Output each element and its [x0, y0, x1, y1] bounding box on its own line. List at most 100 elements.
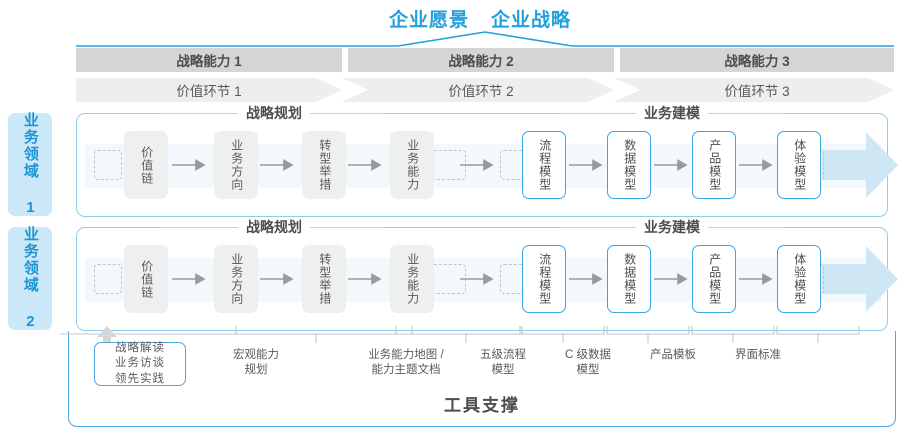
section-rule-left-1 — [160, 113, 238, 114]
section-rule-left-3 — [160, 227, 238, 228]
tool-label-product-template: 产品模板 — [623, 348, 723, 363]
flow-arrow-row-2 — [822, 246, 898, 312]
stage-box-value-chain-2[interactable]: 价值链 — [124, 245, 168, 313]
stage-label: 业务能力 — [405, 253, 420, 305]
tool-label-ui-standard: 界面标准 — [708, 348, 808, 363]
stage-box-process-model-1[interactable]: 流程模型 — [522, 131, 566, 199]
stage-label: 价值链 — [139, 145, 154, 185]
stage-box-value-chain-1[interactable]: 价值链 — [124, 131, 168, 199]
capability-label-2: 战略能力 2 — [448, 54, 514, 69]
stage-box-business-direction-1[interactable]: 业务方向 — [214, 131, 258, 199]
vision-connector-line — [76, 31, 894, 47]
flow-arrow-icon — [172, 273, 206, 285]
stage-box-data-model-1[interactable]: 数据模型 — [607, 131, 651, 199]
flow-arrow-icon — [569, 159, 603, 171]
stage-label: 体验模型 — [792, 139, 807, 191]
tool-label-line-1: 产品模板 — [650, 349, 696, 361]
tool-label-line-2: 能力主题文档 — [371, 364, 441, 377]
tool-label-line-1: 业务能力地图 / — [368, 349, 444, 361]
tool-label-line-1: 宏观能力 — [233, 349, 279, 361]
capability-label-3: 战略能力 3 — [724, 54, 790, 69]
capability-block-2: 战略能力 2 — [348, 48, 614, 72]
tool-label-capability-map: 业务能力地图 / 能力主题文档 — [346, 348, 466, 378]
section-rule-right-2 — [706, 113, 784, 114]
tool-primary-line-2: 业务访谈 — [115, 357, 165, 370]
section-rule-right-3 — [308, 227, 386, 228]
stage-box-process-model-2[interactable]: 流程模型 — [522, 245, 566, 313]
stage-label: 产品模型 — [707, 139, 722, 191]
stage-label: 价值链 — [139, 259, 154, 299]
pipeline-stub — [94, 264, 122, 294]
flow-arrow-row-1 — [822, 132, 898, 198]
stage-label: 转型举措 — [317, 253, 332, 305]
section-caption-planning-2: 战略规划 — [238, 218, 310, 236]
sidebar-item-domain-2[interactable]: 业务领域 2 — [8, 225, 52, 332]
flow-arrow-icon — [460, 159, 494, 171]
domain-label-2: 业务领域 2 — [21, 225, 39, 332]
tool-label-macro-capability: 宏观能力 规划 — [206, 348, 306, 378]
stage-label: 产品模型 — [707, 253, 722, 305]
flow-arrow-icon — [172, 159, 206, 171]
stage-label: 业务方向 — [229, 253, 244, 305]
tool-label-line-2: 规划 — [244, 364, 268, 377]
tool-support-title: 工具支撑 — [444, 395, 520, 415]
tool-primary-line-1: 战略解读 — [115, 342, 165, 355]
flow-arrow-icon — [460, 273, 494, 285]
stage-box-experience-model-1[interactable]: 体验模型 — [777, 131, 821, 199]
flow-arrow-icon — [348, 159, 382, 171]
stage-box-business-capability-2[interactable]: 业务能力 — [390, 245, 434, 313]
flow-arrow-icon — [654, 273, 688, 285]
stage-box-business-capability-1[interactable]: 业务能力 — [390, 131, 434, 199]
tool-box-primary[interactable]: 战略解读 业务访谈 领先实践 — [94, 342, 186, 386]
capability-block-1: 战略能力 1 — [76, 48, 342, 72]
flow-arrow-icon — [260, 159, 294, 171]
tool-support-container — [68, 331, 896, 427]
stage-box-product-model-2[interactable]: 产品模型 — [692, 245, 736, 313]
tool-label-line-1: C 级数据 — [565, 349, 611, 361]
section-rule-right-1 — [308, 113, 386, 114]
tool-bracket-connectors — [60, 326, 860, 343]
stage-label: 业务方向 — [229, 139, 244, 191]
value-link-label-2: 价值环节 2 — [448, 84, 514, 99]
domain-label-1: 业务领域 1 — [21, 111, 39, 218]
section-rule-left-4 — [558, 227, 636, 228]
stage-box-experience-model-2[interactable]: 体验模型 — [777, 245, 821, 313]
section-caption-modeling-1: 业务建模 — [636, 104, 708, 122]
pipeline-stub — [94, 150, 122, 180]
tool-label-data-model: C 级数据 模型 — [538, 348, 638, 378]
stage-box-business-direction-2[interactable]: 业务方向 — [214, 245, 258, 313]
sidebar-item-domain-1[interactable]: 业务领域 1 — [8, 111, 52, 218]
enterprise-strategy-title: 企业战略 — [491, 9, 572, 31]
flow-arrow-icon — [739, 273, 773, 285]
stage-label: 转型举措 — [317, 139, 332, 191]
stage-box-transformation-2[interactable]: 转型举措 — [302, 245, 346, 313]
flow-arrow-icon — [569, 273, 603, 285]
stage-label: 流程模型 — [537, 253, 552, 305]
stage-label: 体验模型 — [792, 253, 807, 305]
flow-arrow-icon — [739, 159, 773, 171]
tool-label-line-1: 五级流程 — [480, 349, 526, 361]
section-rule-right-4 — [706, 227, 784, 228]
value-link-band — [76, 78, 894, 102]
stage-box-product-model-1[interactable]: 产品模型 — [692, 131, 736, 199]
flow-arrow-icon — [348, 273, 382, 285]
tool-label-line-2: 模型 — [576, 364, 600, 377]
vision-strategy-header: 企业愿景 企业战略 — [340, 4, 620, 32]
capability-block-3: 战略能力 3 — [620, 48, 894, 72]
tool-label-process-model: 五级流程 模型 — [453, 348, 553, 378]
tool-label-line-2: 模型 — [491, 364, 515, 377]
stage-box-data-model-2[interactable]: 数据模型 — [607, 245, 651, 313]
stage-box-transformation-1[interactable]: 转型举措 — [302, 131, 346, 199]
section-rule-left-2 — [558, 113, 636, 114]
value-link-label-1: 价值环节 1 — [176, 84, 242, 99]
flow-arrow-icon — [654, 159, 688, 171]
tool-label-line-1: 界面标准 — [735, 349, 781, 361]
stage-label: 数据模型 — [622, 253, 637, 305]
flow-arrow-icon — [260, 273, 294, 285]
section-caption-planning-1: 战略规划 — [238, 104, 310, 122]
tool-primary-line-3: 领先实践 — [115, 372, 165, 385]
stage-label: 数据模型 — [622, 139, 637, 191]
section-caption-modeling-2: 业务建模 — [636, 218, 708, 236]
tool-up-arrow-icon — [97, 326, 117, 350]
